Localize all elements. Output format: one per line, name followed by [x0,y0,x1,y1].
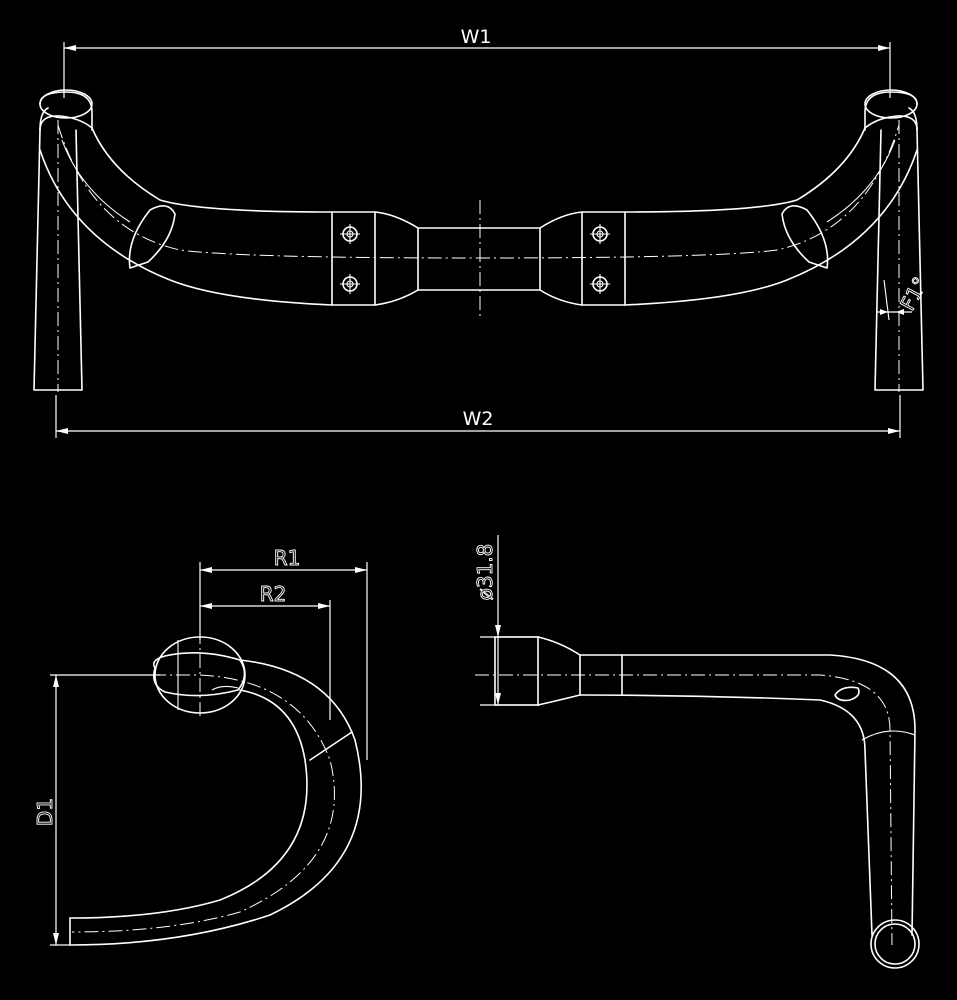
clamp-diameter-dimension: ø31.8 [473,535,540,706]
w2-dimension: W2 [55,395,901,438]
r2-label: R2 [260,582,287,606]
flare-angle-dimension: F1° [876,272,933,315]
r2-dimension: R2 [200,582,331,720]
flare-label: F1° [895,273,932,314]
w1-dimension: W1 [63,26,891,98]
d1-label: D1 [33,798,57,826]
d1-dimension: D1 [33,674,160,946]
w1-label: W1 [461,26,492,48]
right-drop [864,89,924,392]
w2-label: W2 [463,408,494,430]
clamp-diameter-label: ø31.8 [473,544,497,601]
r1-label: R1 [274,546,301,570]
mounting-holes [340,224,610,294]
r1-dimension: R1 [199,546,368,760]
side-view: R1 R2 D1 [33,546,368,946]
bar-top-section [39,124,918,318]
top-view: ø31.8 [473,535,920,969]
left-drop [33,89,93,392]
front-view: W1 W2 F1° [33,26,933,438]
